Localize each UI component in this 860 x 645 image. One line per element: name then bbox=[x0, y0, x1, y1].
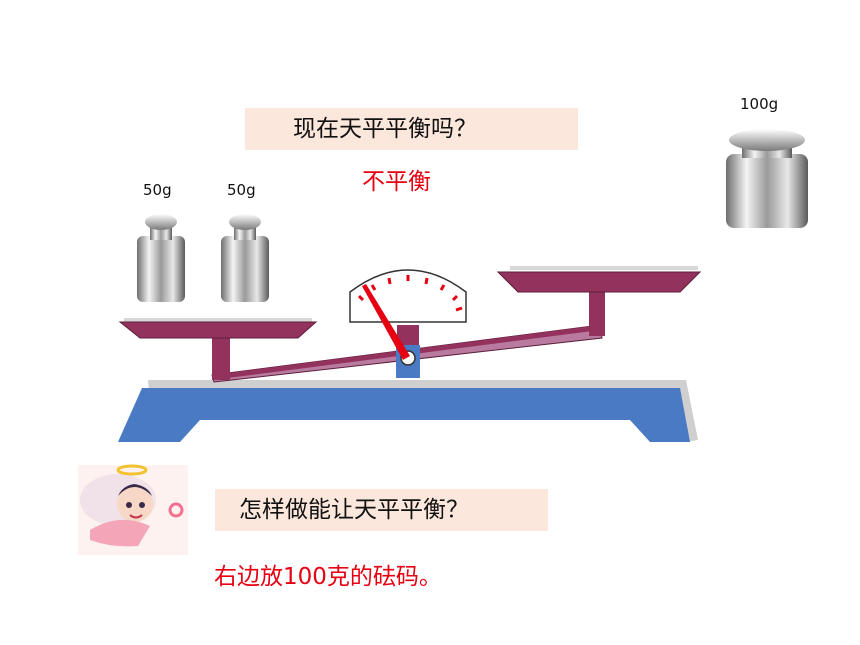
weight-label-100g: 100g bbox=[740, 95, 779, 113]
balance-base bbox=[118, 380, 698, 442]
question-2: 怎样做能让天平平衡？ bbox=[215, 489, 548, 531]
weight-label-50g-1: 50g bbox=[143, 181, 172, 199]
gauge-dial bbox=[349, 269, 467, 360]
weight-label-50g-2: 50g bbox=[227, 181, 256, 199]
left-pan bbox=[118, 318, 318, 339]
right-pan bbox=[496, 266, 702, 293]
question-1: 现在天平平衡吗？ bbox=[245, 108, 578, 150]
weight-50g-1 bbox=[137, 214, 185, 302]
answer-2: 右边放100克的砝码。 bbox=[214, 564, 442, 590]
angel-girl-icon bbox=[78, 464, 188, 555]
weight-50g-2 bbox=[221, 214, 269, 302]
weight-100g bbox=[726, 129, 808, 228]
answer-1: 不平衡 bbox=[362, 169, 431, 195]
